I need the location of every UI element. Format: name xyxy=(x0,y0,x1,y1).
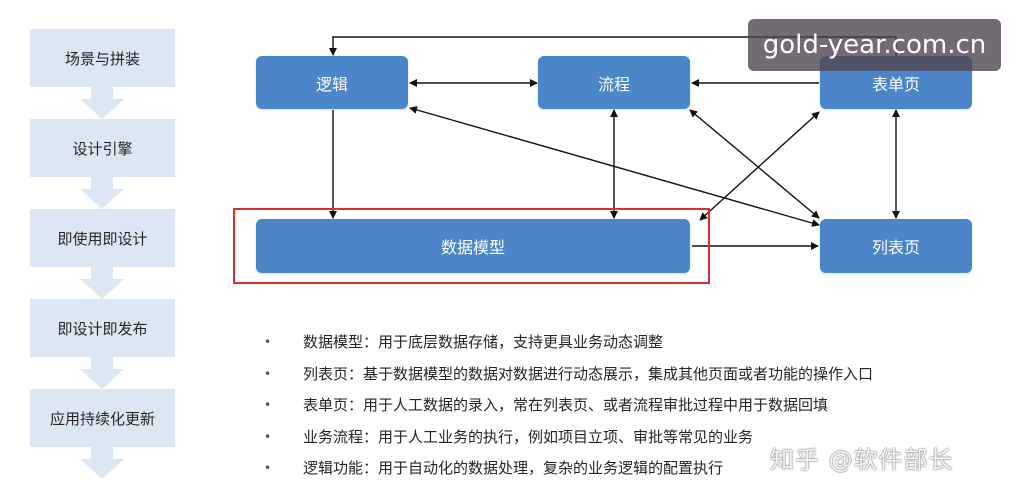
node-logic: 逻辑 xyxy=(256,56,408,109)
node-label: 流程 xyxy=(597,74,630,94)
description-list: 数据模型：用于底层数据存储，支持更具业务动态调整 列表页：基于数据模型的数据对数… xyxy=(264,327,873,485)
node-label: 数据模型 xyxy=(440,238,505,257)
node-data-model: 数据模型 xyxy=(256,219,690,273)
description-item: 列表页：基于数据模型的数据对数据进行动态展示，集成其他页面或者功能的操作入口 xyxy=(264,359,873,391)
watermark-author: 知乎 @软件部长 xyxy=(770,446,954,474)
description-item: 数据模型：用于底层数据存储，支持更具业务动态调整 xyxy=(264,327,873,359)
node-list: 列表页 xyxy=(820,219,972,273)
connector-form-datamodel xyxy=(699,111,820,221)
flow-step-label: 场景与拼装 xyxy=(64,49,140,68)
flow-step-continuous-update: 应用持续化更新 xyxy=(30,389,175,447)
flow-down-arrow xyxy=(80,177,124,209)
data-model-highlight-frame xyxy=(233,208,710,284)
description-item: 逻辑功能：用于自动化的数据处理，复杂的业务逻辑的配置执行 xyxy=(264,453,873,485)
node-label: 逻辑 xyxy=(315,74,348,94)
flow-down-arrow xyxy=(80,87,124,119)
flow-step-design-publish: 即设计即发布 xyxy=(30,299,175,357)
flow-step-design-engine: 设计引擎 xyxy=(30,119,175,177)
flow-step-scene-assembly: 场景与拼装 xyxy=(30,29,175,87)
description-item: 业务流程：用于人工业务的执行，例如项目立项、审批等常见的业务 xyxy=(264,422,873,454)
flow-down-arrow xyxy=(80,447,124,479)
node-process: 流程 xyxy=(538,56,690,109)
flow-step-label: 即设计即发布 xyxy=(57,319,148,338)
connector-process-list xyxy=(689,109,820,219)
description-item: 表单页：用于人工数据的录入，常在列表页、或者流程审批过程中用于数据回填 xyxy=(264,390,873,422)
watermark-site-text: gold-year.com.cn xyxy=(762,30,987,60)
flow-down-arrow xyxy=(80,267,124,299)
flow-step-label: 即使用即设计 xyxy=(57,229,148,248)
node-label: 列表页 xyxy=(871,238,920,257)
flow-step-use-design: 即使用即设计 xyxy=(30,209,175,267)
watermark-site-banner: gold-year.com.cn xyxy=(748,19,1001,71)
node-label: 表单页 xyxy=(871,74,920,94)
flow-down-arrow xyxy=(80,357,124,389)
flow-step-label: 应用持续化更新 xyxy=(49,409,155,428)
flow-step-label: 设计引擎 xyxy=(72,139,133,158)
